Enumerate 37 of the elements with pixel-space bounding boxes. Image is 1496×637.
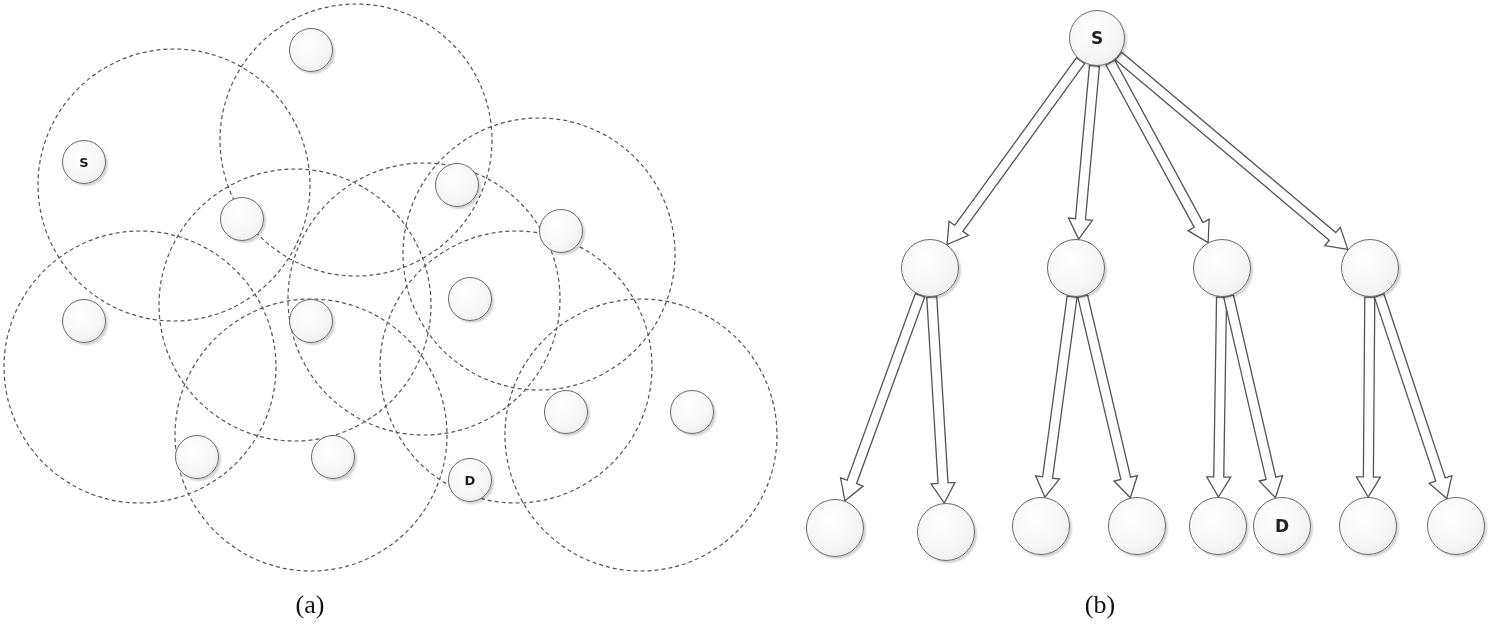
node-circle: [1341, 239, 1399, 297]
arrow: [1205, 296, 1232, 499]
node-circle: [448, 277, 492, 321]
arrow: [1105, 59, 1210, 244]
node-label: D: [1274, 516, 1290, 536]
node-circle: [539, 209, 583, 253]
node-circle: [62, 140, 106, 184]
node-circle: [544, 390, 588, 434]
node-label: D: [464, 472, 476, 488]
node-circle: [62, 299, 106, 343]
arrow: [839, 292, 926, 502]
node-circle: [289, 28, 333, 72]
node-circle: [289, 299, 333, 343]
node-circle: [806, 499, 864, 557]
node-circle: [435, 163, 479, 207]
arrow: [1114, 51, 1349, 251]
arrow: [946, 56, 1086, 246]
arrow: [1222, 294, 1284, 499]
arrow: [1077, 294, 1139, 499]
node-circle: [670, 390, 714, 434]
arrow: [1034, 295, 1078, 499]
node-label: S: [79, 154, 89, 170]
arrow: [1373, 293, 1453, 500]
node-circle: [1193, 239, 1251, 297]
arrow: [926, 295, 957, 505]
node-circle: [220, 197, 264, 241]
node-circle: [175, 435, 219, 479]
node-circle: [1427, 497, 1485, 555]
panel-label: (b): [1084, 590, 1116, 620]
node-circle: [448, 458, 492, 502]
panel-label: (a): [295, 590, 325, 620]
node-circle: [311, 435, 355, 479]
node-circle: [901, 239, 959, 297]
node-circle: [1069, 10, 1125, 66]
node-label: S: [1090, 28, 1104, 48]
arrow: [1067, 64, 1101, 241]
arrow: [1355, 296, 1382, 499]
